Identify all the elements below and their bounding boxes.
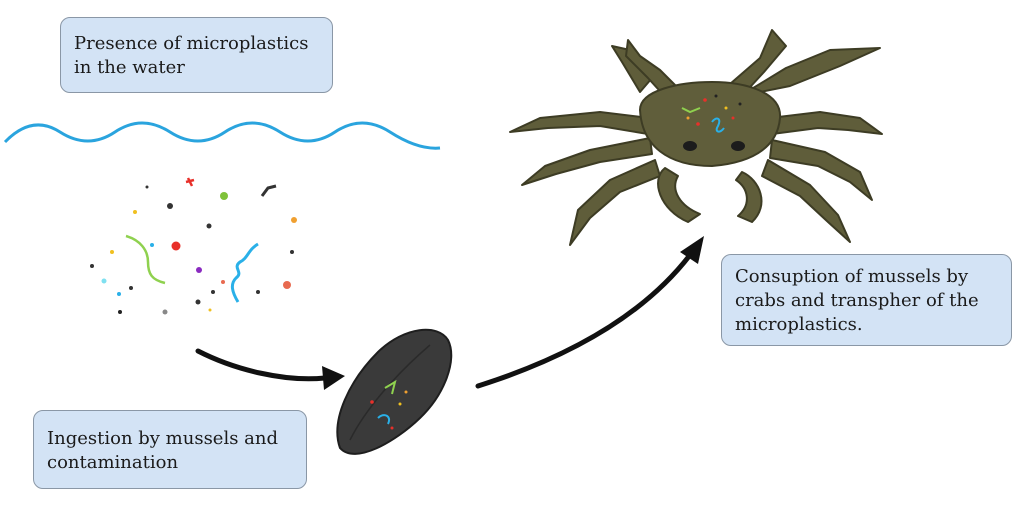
microplastics-icon (90, 177, 297, 315)
arrowhead-1 (322, 366, 345, 390)
mussel-icon (336, 328, 453, 455)
arrowhead-2 (680, 236, 704, 264)
crab-microplastics (681, 94, 742, 133)
consumption-label: Consuption of mussels by crabs and trans… (721, 254, 1012, 346)
flow-arrow-icon-2 (475, 252, 693, 389)
flow-arrow-icon (195, 348, 328, 382)
crab-icon (509, 29, 883, 246)
presence-label: Presence of microplastics in the water (60, 17, 333, 93)
ingestion-label: Ingestion by mussels and contamination (33, 410, 307, 489)
water-wave-icon (3, 121, 441, 150)
